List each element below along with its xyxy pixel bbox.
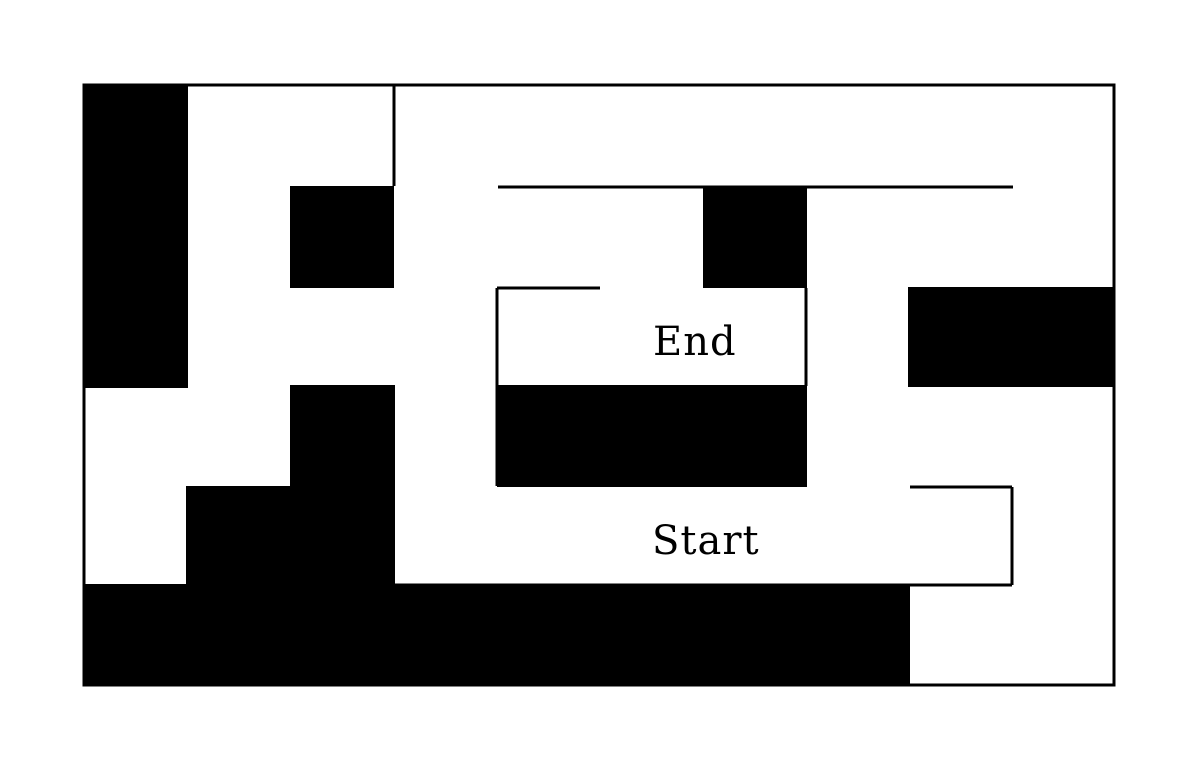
wall-block — [290, 186, 394, 288]
maze-border — [82, 83, 1116, 687]
wall-block — [497, 385, 807, 487]
end-label: End — [653, 319, 737, 365]
wall-block — [908, 287, 1114, 387]
wall-block — [84, 584, 910, 686]
start-label: Start — [652, 518, 760, 564]
wall-block — [186, 486, 395, 586]
wall-block — [84, 85, 188, 388]
wall-block — [703, 186, 807, 288]
wall-blocks — [84, 85, 1114, 686]
wall-lines — [82, 83, 1116, 687]
